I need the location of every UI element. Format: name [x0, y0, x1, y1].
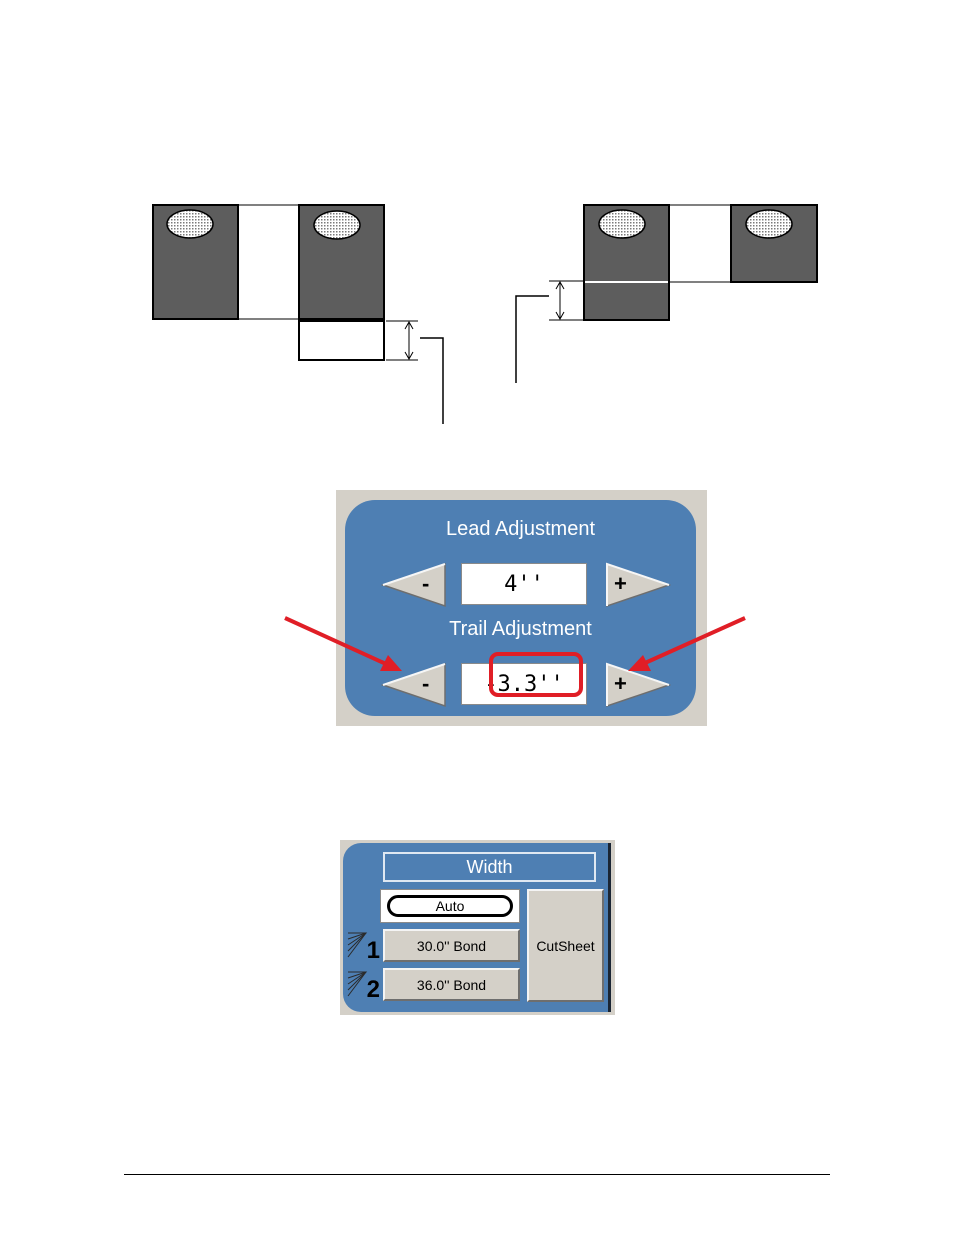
- auto-option[interactable]: Auto: [380, 889, 520, 923]
- width-header: Width: [383, 852, 596, 882]
- right-sheet-group: [515, 204, 818, 383]
- lead-extension-box: [298, 320, 385, 361]
- lead-decrease-button[interactable]: -: [381, 562, 447, 608]
- roll-2-bond-button[interactable]: 36.0'' Bond: [383, 968, 520, 1001]
- roll-2-icon: 2: [346, 968, 382, 1003]
- callout-arrows: [284, 616, 746, 671]
- auto-option-label: Auto: [387, 895, 513, 917]
- lead-trail-diagram: [152, 204, 818, 424]
- lead-increase-button[interactable]: +: [605, 562, 671, 608]
- lead-adjustment-title: Lead Adjustment: [446, 518, 595, 540]
- roll-2-number: 2: [366, 976, 380, 1003]
- left-triangle-icon: [381, 662, 446, 708]
- roll-1-number: 1: [366, 937, 380, 964]
- sheet-icon: [730, 204, 818, 283]
- dimension-arrow-icon: [386, 320, 418, 361]
- cutsheet-button[interactable]: CutSheet: [527, 889, 604, 1002]
- trail-increase-label: +: [614, 671, 627, 696]
- trail-adjustment-title: Trail Adjustment: [449, 618, 592, 640]
- sheet-icon: [298, 204, 385, 320]
- red-arrow-icon: [628, 616, 746, 671]
- callout-leader-icon: [515, 295, 549, 383]
- dimension-arrow-icon: [549, 280, 584, 321]
- trail-decrease-button[interactable]: -: [381, 662, 447, 708]
- trail-decrease-label: -: [422, 671, 430, 696]
- left-triangle-icon: [381, 562, 446, 608]
- width-panel: Width Auto 1 30.0'' Bond 2 36.0'' Bond C…: [340, 840, 615, 1015]
- callout-leader-icon: [420, 337, 444, 424]
- right-triangle-icon: [606, 562, 671, 608]
- adjustment-panel: Lead Adjustment - 4'' + Trail Adjustment…: [336, 490, 707, 726]
- lead-increase-label: +: [614, 571, 627, 596]
- width-panel-edge: [608, 843, 611, 1012]
- lead-value-display: 4'': [461, 563, 587, 605]
- right-triangle-icon: [606, 662, 671, 708]
- footer-rule: [124, 1174, 830, 1175]
- lead-decrease-label: -: [422, 571, 430, 596]
- roll-1-icon: 1: [346, 929, 382, 964]
- trail-value-highlight: [489, 652, 583, 697]
- red-arrow-icon: [284, 616, 402, 671]
- adjustment-panel-body: Lead Adjustment - 4'' + Trail Adjustment…: [345, 500, 696, 716]
- roll-1-bond-button[interactable]: 30.0'' Bond: [383, 929, 520, 962]
- left-sheet-group: [152, 204, 444, 424]
- trail-increase-button[interactable]: +: [605, 662, 671, 708]
